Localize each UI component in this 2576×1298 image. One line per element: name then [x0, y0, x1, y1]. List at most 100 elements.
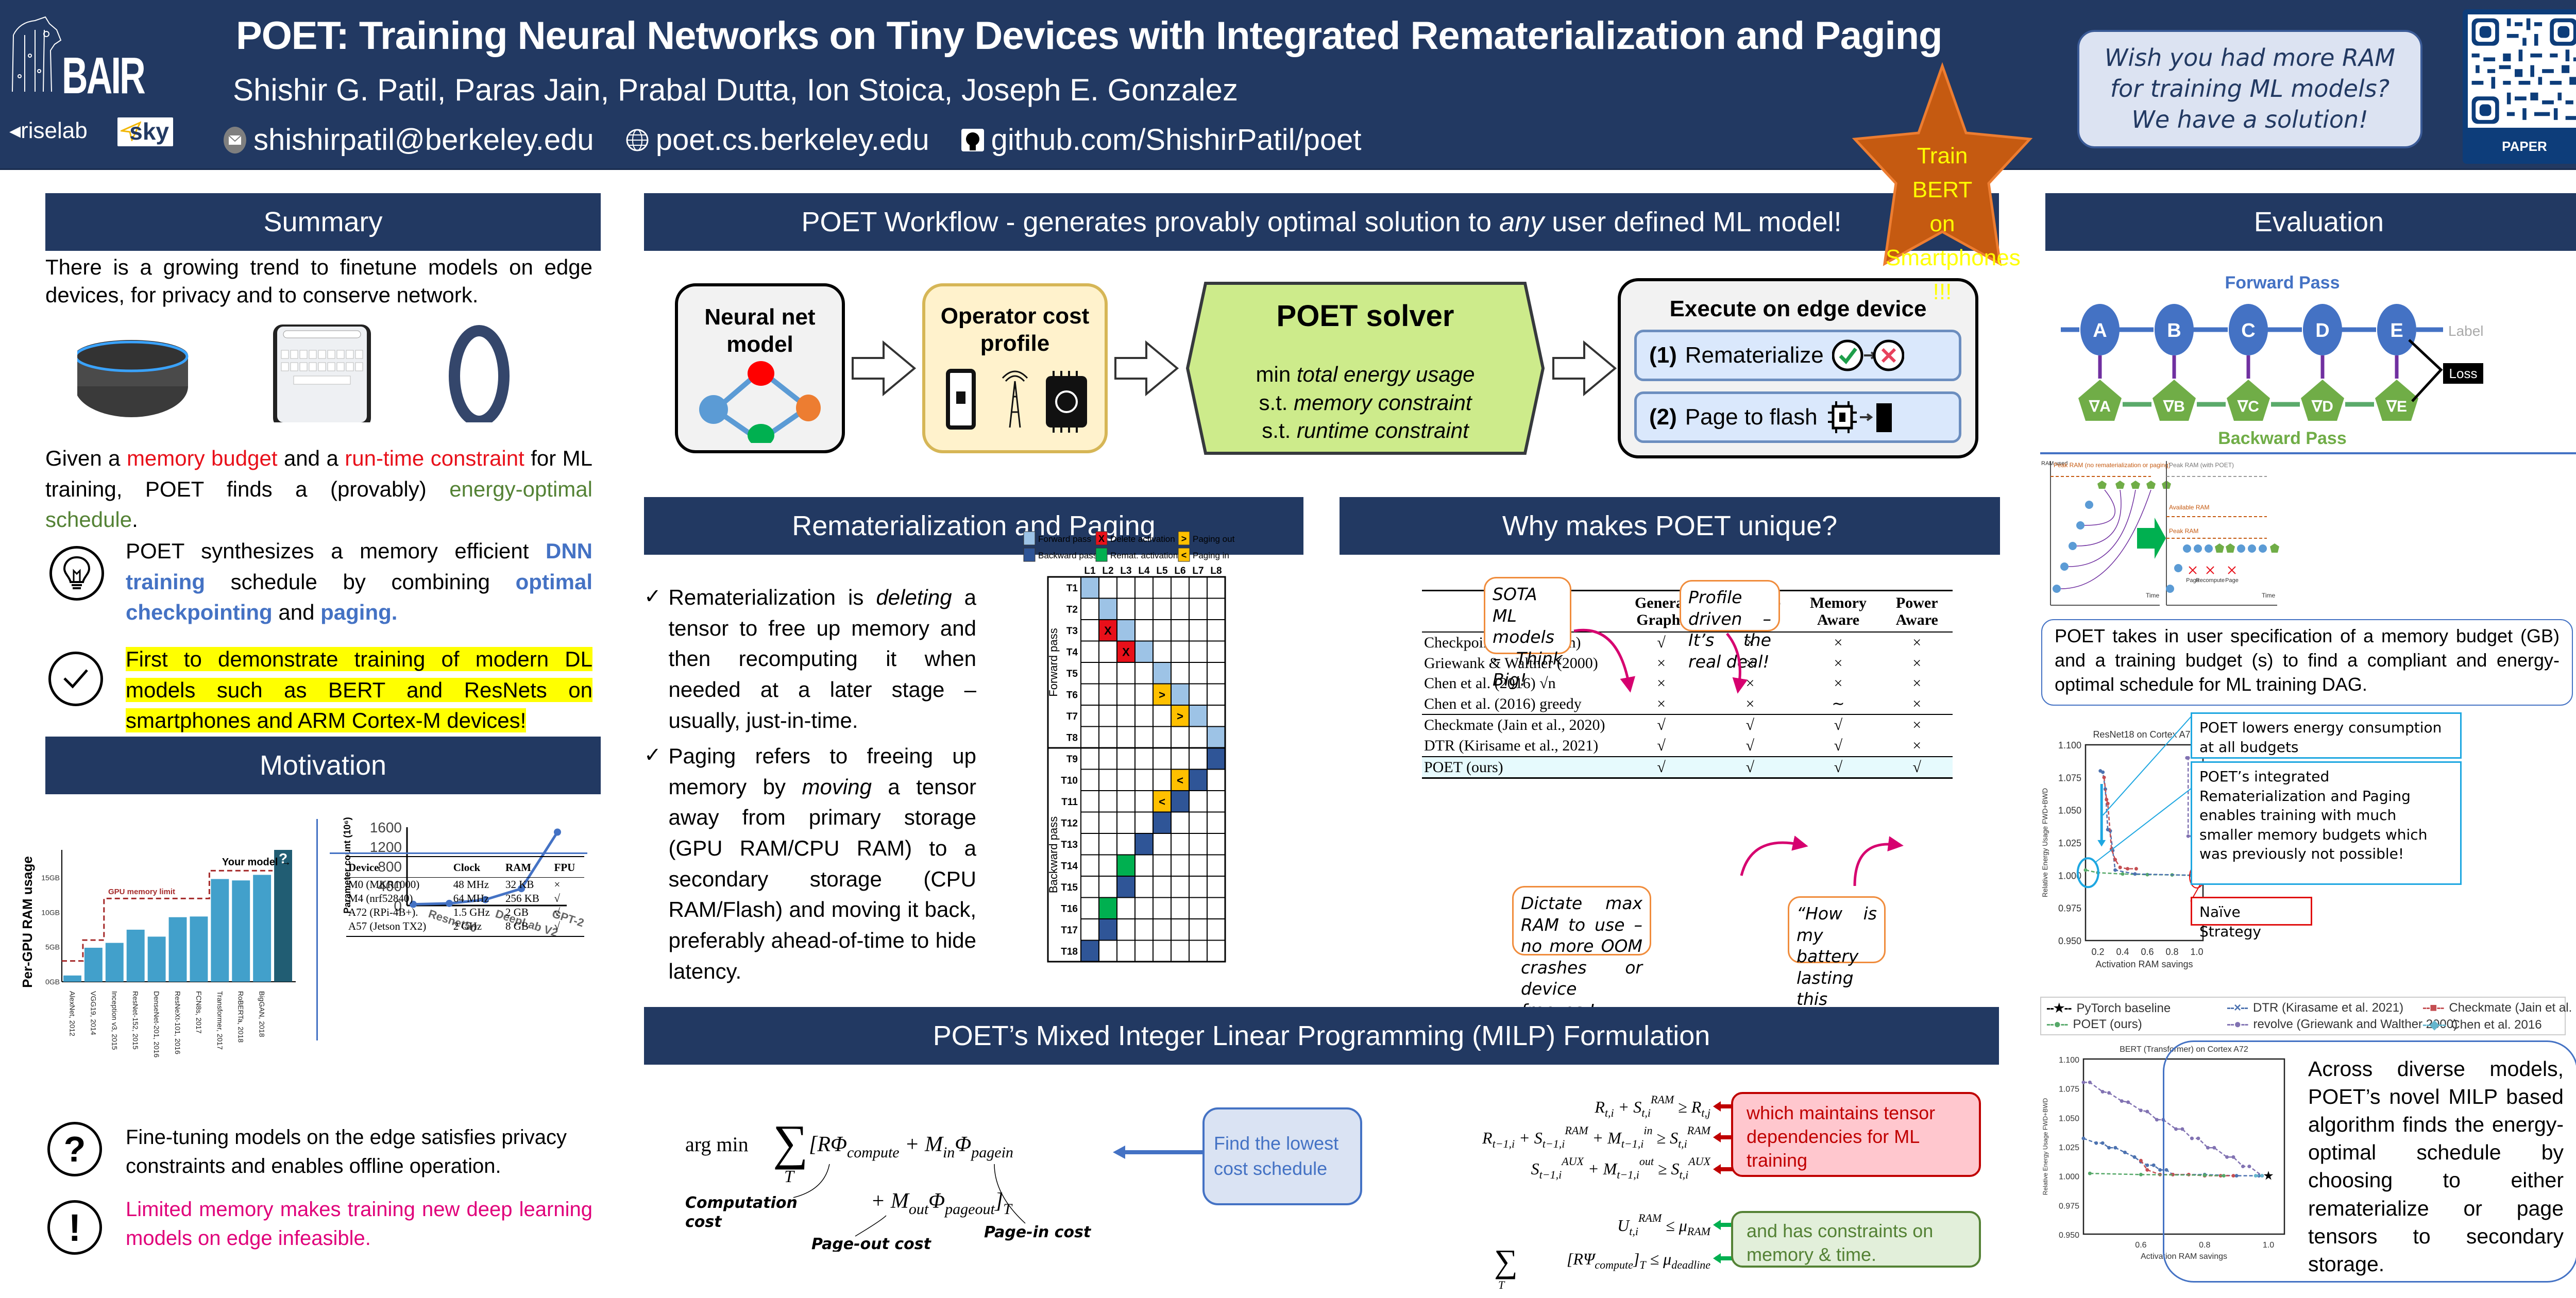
series-point [2247, 1165, 2251, 1169]
deleted-mark [2228, 566, 2236, 574]
schedule-cell [1080, 619, 1099, 642]
schedule-cell [1116, 662, 1136, 685]
schedule-cell [1134, 833, 1154, 856]
schedule-cell [1189, 747, 1208, 770]
row-label: T4 [1066, 647, 1078, 658]
right-peak-label: Peak RAM (with POET) [2169, 462, 2234, 469]
x-tick-label: AlexNet, 2012 [68, 991, 76, 1036]
check-circle-icon [48, 652, 103, 706]
chart-title: ResNet18 on Cortex A72 [2093, 729, 2195, 740]
legend-swatch [1178, 531, 1190, 545]
backward-pass-label: Backward pass [1047, 816, 1060, 893]
series-point [2212, 1146, 2216, 1150]
y-tick-label: 1.050 [2058, 806, 2081, 816]
website-link[interactable]: poet.cs.berkeley.edu [655, 123, 929, 157]
note-bubble-sota: SOTA ML models – Think Big! [1484, 577, 1571, 690]
svg-text:∑: ∑ [1494, 1243, 1518, 1279]
star-line: Smartphones [1886, 245, 2021, 270]
website-contact[interactable]: poet.cs.berkeley.edu [625, 123, 929, 157]
backward-node [2153, 380, 2196, 421]
highlighted-claim: First to demonstrate training of modern … [126, 647, 592, 733]
series-point [2145, 1168, 2149, 1172]
schedule-cell [1134, 790, 1154, 813]
cell-mark: > [1177, 710, 1183, 723]
gpu-memory-limit-line [62, 869, 273, 962]
grad-node-label: ∇C [2237, 398, 2259, 415]
device-cell: 2 GB [505, 906, 529, 918]
column-label: L2 [1102, 566, 1113, 576]
poet-solver-hexagon [1185, 282, 1545, 455]
schedule-cell [1116, 897, 1136, 919]
forward-node [2155, 304, 2194, 355]
evaluation-heading: Evaluation [2045, 193, 2576, 251]
schedule-cell [1134, 726, 1154, 748]
paper-qr-card[interactable]: PAPER [2463, 9, 2576, 164]
schedule-cell [1153, 854, 1172, 877]
x-axis-label: Activation RAM savings [2095, 959, 2193, 969]
backward-pass-title: Backward Pass [2218, 429, 2347, 448]
email-contact[interactable]: shishirpatil@berkeley.edu [223, 123, 594, 157]
dependency-arc [2084, 489, 2116, 526]
schedule-cell [1098, 597, 1117, 620]
left-peak-label: Peak RAM (no rematerialization or paging… [2054, 462, 2171, 469]
schedule-cell [1189, 790, 1208, 813]
annotation-smaller-budgets: POET’s integrated Rematerialization and … [2191, 761, 2462, 885]
text-run: min [1256, 362, 1297, 386]
schedule-cell [1134, 897, 1154, 919]
resnet18-energy-chart: ResNet18 on Cortex A720.9500.9751.0001.0… [2041, 715, 2205, 969]
schedule-cell [1098, 918, 1117, 941]
schedule-cell [1116, 876, 1136, 898]
milp-constraints: Rt,i + St,iRAM ≥ Rt,j Rt−1,i + St−1,iRAM… [1482, 1093, 1734, 1291]
method-name: Griewank & Walther (2000) [1424, 654, 1598, 672]
exclamation-circle-icon: ! [47, 1200, 102, 1255]
schedule-cell [1134, 768, 1154, 791]
row-label: T18 [1061, 946, 1078, 957]
evaluation-summary-text: Across diverse models, POET’s novel MILP… [2308, 1057, 2564, 1276]
series-line [2090, 1172, 2224, 1176]
schedule-cell [1134, 918, 1154, 941]
find-lowest-cost-box: Find the lowest cost schedule [1202, 1107, 1362, 1205]
x-tick-label: BigGAN, 2018 [258, 991, 266, 1037]
device-cell: √ [552, 919, 584, 937]
schedule-cell [1080, 726, 1099, 748]
schedule-cell [1098, 768, 1117, 791]
email-link[interactable]: shishirpatil@berkeley.edu [253, 123, 594, 157]
y-tick-label: 1.025 [2058, 838, 2081, 848]
schedule-cell [1134, 747, 1154, 770]
schedule-cell [1098, 662, 1117, 685]
schedule-cell [1171, 833, 1190, 856]
schedule-cell [1134, 940, 1154, 962]
schedule-cell [1080, 854, 1099, 877]
legend-label: Remat. activation [1110, 551, 1178, 560]
text-run: schedule by combining [205, 569, 516, 594]
optimal-checkpointing-term: optimal checkpointing [126, 569, 592, 625]
schedule-cell [1098, 897, 1117, 919]
y-tick-label: 0.975 [2058, 903, 2081, 914]
y-tick-label: 1.000 [2059, 1173, 2079, 1182]
series-point [2105, 797, 2109, 801]
series-point [2241, 1165, 2245, 1169]
motivation-divider-vertical [316, 819, 318, 1040]
schedule-cell [1116, 854, 1136, 877]
text-run: and [272, 600, 321, 625]
method-feature-cell: √ [1705, 756, 1795, 779]
schedule-cell [1171, 897, 1190, 919]
backward-node [2375, 380, 2418, 421]
github-contact[interactable]: github.com/ShishirPatil/poet [960, 123, 1362, 157]
method-feature-cell: √ [1795, 714, 1882, 736]
sky-logo-text: sky [129, 118, 169, 145]
computation-cost-label: Computation [685, 1194, 798, 1212]
row-label: T1 [1066, 583, 1078, 594]
column-label: L8 [1210, 566, 1222, 576]
label-text: Label [2448, 323, 2484, 339]
note-bubble-profile: Profile driven – It’s the real deal! [1680, 580, 1780, 672]
github-link[interactable]: github.com/ShishirPatil/poet [991, 123, 1362, 157]
schedule-cell [1098, 833, 1117, 856]
activation-node [2205, 544, 2213, 553]
col-header: RAM [503, 856, 552, 878]
action-label: Page [2225, 577, 2239, 584]
series-point [2222, 1174, 2226, 1178]
schedule-cell [1116, 619, 1136, 642]
text-run: . [132, 507, 138, 532]
method-feature-cell: × [1705, 653, 1795, 674]
